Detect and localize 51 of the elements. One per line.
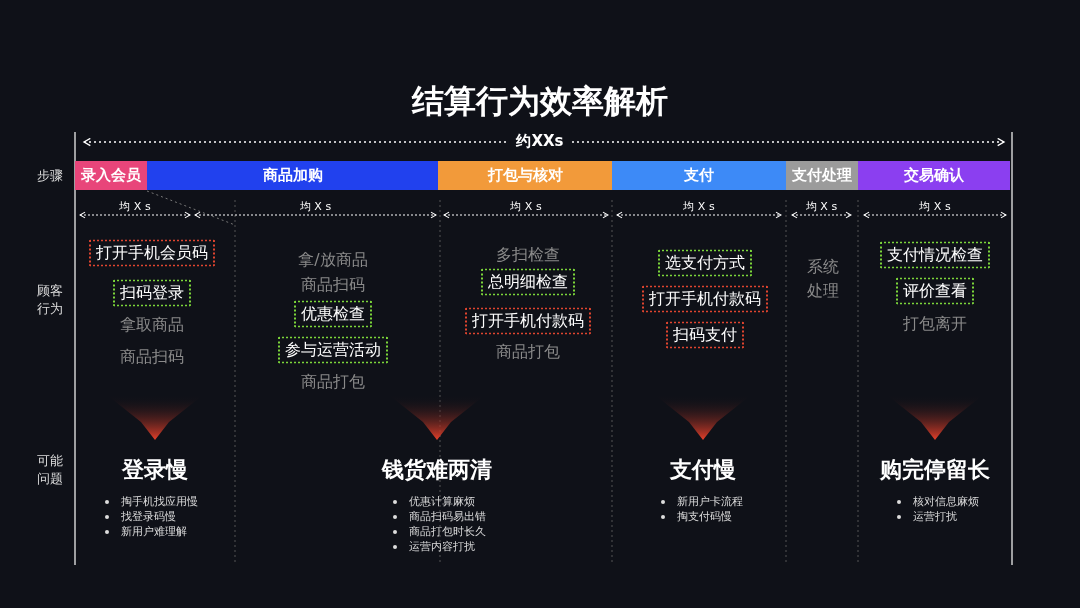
highlighted-step: 优惠检查 [294,300,372,328]
bullet-item: 掏支付码慢 [677,509,732,524]
bullet-item: 商品打包时长久 [409,524,486,539]
row-label: 顾客行为 [36,282,64,318]
step-text: 系统处理 [806,256,840,302]
problem-title: 钱货难两清 [382,456,492,484]
highlighted-step: 选支付方式 [658,249,752,277]
highlighted-step: 扫码登录 [113,279,191,307]
phase-bar: 支付 [612,161,786,190]
duration-label: 均 X s [299,199,332,214]
step-text: 商品打包 [496,341,560,363]
phase-bar: 打包与核对 [438,161,612,190]
step-text: 商品扫码 [120,346,184,368]
title: 结算行为效率解析 [412,81,668,122]
problem-title: 登录慢 [122,456,188,484]
row-label: 步骤 [36,167,64,185]
bullet-item: 优惠计算麻烦 [409,494,475,509]
phase-bar: 支付处理 [786,161,858,190]
highlighted-step: 总明细检查 [481,268,575,296]
highlighted-step: 打开手机会员码 [89,239,215,267]
highlighted-step: 打开手机付款码 [642,285,768,313]
highlighted-step: 打开手机付款码 [465,307,591,335]
problem-title: 支付慢 [670,456,736,484]
step-text: 拿/放商品 [298,249,368,271]
phase-bar: 交易确认 [858,161,1010,190]
step-text: 商品扫码 [301,274,365,296]
highlighted-step: 参与运营活动 [278,336,388,364]
duration-label: 均 X s [805,199,838,214]
duration-label: 均 X s [683,199,715,214]
bullet-item: 找登录码慢 [121,509,176,524]
duration-label: 均 X s [119,199,151,214]
bullet-item: 商品扫码易出错 [409,509,486,524]
bullet-item: 掏手机找应用慢 [121,494,198,509]
step-text: 打包离开 [903,313,967,335]
highlighted-step: 支付情况检查 [880,241,990,269]
bullet-item: 核对信息麻烦 [913,494,979,509]
row-label: 可能问题 [36,452,64,488]
highlighted-step: 扫码支付 [666,321,744,349]
bullet-item: 新用户难理解 [121,524,187,539]
duration-label: 均 X s [919,199,951,214]
bullet-item: 新用户卡流程 [677,494,743,509]
bullet-item: 运营打扰 [913,509,957,524]
bullet-item: 运营内容打扰 [409,539,475,554]
step-text: 多扫检查 [496,244,560,266]
phase-bar: 录入会员 [75,161,147,190]
highlighted-step: 评价查看 [896,277,974,305]
step-text: 商品打包 [301,371,365,393]
duration-label: 均 X s [510,199,542,214]
problem-title: 购完停留长 [880,456,990,484]
step-text: 拿取商品 [120,314,184,336]
phase-bar: 商品加购 [147,161,438,190]
